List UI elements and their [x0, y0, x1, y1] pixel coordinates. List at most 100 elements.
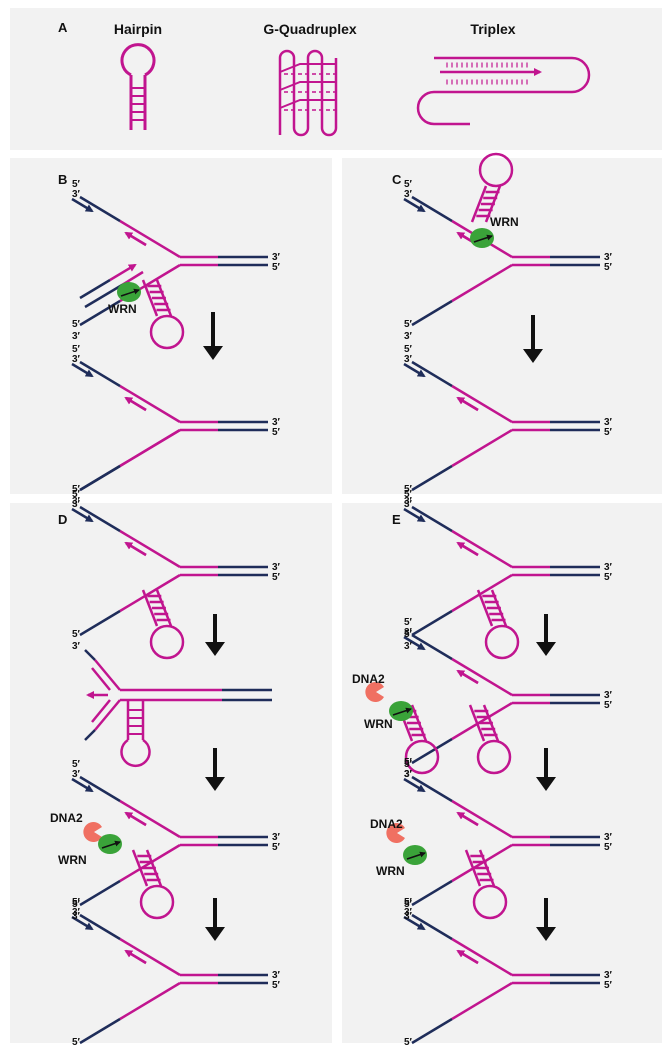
end-label-5prime: 5′	[604, 700, 613, 711]
strand	[79, 775, 121, 803]
hairpin-loop	[484, 624, 520, 660]
strand	[84, 283, 123, 309]
end-label-5prime: 5′	[404, 617, 413, 628]
strand	[411, 505, 453, 533]
nascent-strand	[403, 507, 426, 523]
end-label-5prime: 5′	[272, 427, 281, 438]
hairpin-panel-b	[141, 279, 185, 350]
end-label-5prime: 5′	[72, 1037, 81, 1048]
end-label-5prime: 5′	[72, 319, 81, 330]
lagging-template	[451, 428, 513, 468]
hairpin-panel-e2b	[396, 704, 440, 775]
translocation-arrow	[473, 234, 493, 243]
end-label-3prime: 3′	[604, 690, 613, 701]
end-label-3prime: 3′	[272, 832, 281, 843]
strand	[411, 299, 453, 327]
strand	[79, 195, 121, 223]
strand	[79, 1017, 121, 1045]
panel-d-step2-fork	[84, 649, 272, 768]
g-quadruplex-structure	[278, 49, 338, 137]
end-label-5prime: 5′	[404, 484, 413, 495]
end-label-5prime: 5′	[604, 572, 613, 583]
nascent-arrow	[124, 396, 147, 412]
nascent-strand	[71, 362, 94, 378]
leading-template	[451, 657, 513, 697]
hairpin-structure	[120, 43, 156, 130]
end-label-5prime: 5′	[72, 629, 81, 640]
translocation-arrow	[120, 288, 140, 297]
lagging-template	[119, 981, 181, 1021]
hairpin-loop	[149, 624, 185, 660]
end-label-5prime: 5′	[604, 980, 613, 991]
hairpin-title: Hairpin	[114, 21, 162, 37]
hairpin-panel-d	[141, 589, 185, 660]
end-label-3prime: 3′	[72, 907, 81, 918]
lagging-template	[119, 573, 181, 613]
nascent-strand	[403, 915, 426, 931]
end-label-3prime: 3′	[604, 252, 613, 263]
leading-template	[119, 384, 181, 424]
strand	[79, 505, 121, 533]
end-label-3prime: 3′	[404, 354, 413, 365]
hairpin-loop	[404, 739, 440, 775]
nascent-arrow	[124, 541, 147, 557]
end-label-3prime: 3′	[404, 499, 413, 510]
wrn-protein-icon	[98, 834, 122, 854]
wrn-protein-icon	[403, 845, 427, 865]
end-label-3prime: 3′	[404, 189, 413, 200]
end-label-5prime: 5′	[72, 899, 81, 910]
nascent-strand	[71, 777, 94, 793]
end-label-3prime: 3′	[72, 911, 81, 922]
end-label-5prime: 5′	[72, 179, 81, 190]
panel-c	[342, 158, 662, 494]
strand	[411, 360, 453, 388]
wrn-protein-icon	[117, 282, 141, 302]
lagging-template	[451, 981, 513, 1021]
lagging-template	[451, 263, 513, 303]
end-label-5prime: 5′	[604, 427, 613, 438]
strand	[411, 1017, 453, 1045]
strand	[411, 609, 453, 637]
end-label-3prime: 3′	[404, 331, 413, 342]
end-label-3prime: 3′	[604, 832, 613, 843]
leading-template	[119, 937, 181, 977]
nascent-arrow	[456, 541, 479, 557]
leading-template	[451, 529, 513, 569]
nascent-strand	[71, 915, 94, 931]
end-label-3prime: 3′	[72, 189, 81, 200]
nascent-lagging	[109, 263, 137, 282]
end-label-3prime: 3′	[72, 354, 81, 365]
strand	[411, 913, 453, 941]
leading-template	[451, 799, 513, 839]
end-label-3prime: 3′	[404, 911, 413, 922]
wrn-protein-label: WRN	[376, 864, 405, 878]
leading-template	[451, 937, 513, 977]
end-label-5prime: 5′	[272, 980, 281, 991]
panel-b	[10, 158, 332, 494]
strand	[411, 195, 453, 223]
end-label-5prime: 5′	[272, 262, 281, 273]
hairpin-stem	[476, 589, 494, 627]
hairpin-stem	[464, 849, 482, 887]
end-label-5prime: 5′	[72, 897, 81, 908]
nascent-strand	[403, 362, 426, 378]
hairpin-stem	[468, 704, 486, 742]
end-label-3prime: 3′	[404, 907, 413, 918]
nascent-arrow	[456, 949, 479, 965]
end-label-3prime: 3′	[72, 499, 81, 510]
step-arrows	[203, 312, 556, 941]
end-label-3prime: 3′	[72, 331, 81, 342]
hairpin-loop	[472, 884, 508, 920]
wrn-protein-label: WRN	[108, 302, 137, 316]
end-label-5prime: 5′	[72, 484, 81, 495]
strand	[79, 299, 121, 327]
end-label-3prime: 3′	[404, 769, 413, 780]
end-label-5prime: 5′	[604, 842, 613, 853]
hairpin-stem	[141, 589, 159, 627]
end-label-3prime: 3′	[72, 496, 81, 507]
panel-d	[10, 503, 332, 1043]
dna2-protein-label: DNA2	[370, 817, 403, 831]
hairpin-panel-e3	[464, 849, 508, 920]
end-label-3prime: 3′	[404, 627, 413, 638]
